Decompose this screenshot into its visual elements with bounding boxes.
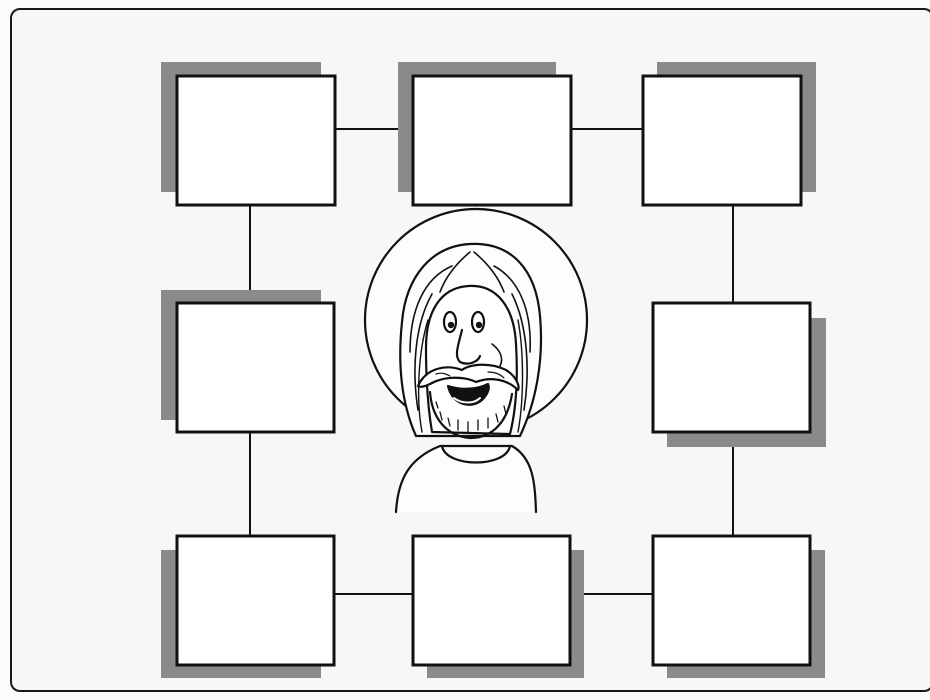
box-outline [177, 536, 334, 665]
box-top-right[interactable] [643, 62, 816, 205]
box-outline [413, 76, 571, 205]
box-bottom-left[interactable] [161, 536, 334, 678]
box-outline [413, 536, 570, 665]
box-outline [653, 536, 810, 665]
right-pupil [476, 322, 482, 328]
box-middle-right[interactable] [653, 303, 826, 447]
box-top-center[interactable] [398, 62, 571, 205]
box-outline [643, 76, 801, 205]
box-middle-left[interactable] [161, 290, 334, 432]
box-bottom-right[interactable] [653, 536, 825, 678]
box-top-left[interactable] [161, 62, 335, 205]
robe [396, 446, 536, 512]
box-outline [177, 76, 335, 205]
jesus-figure [365, 209, 587, 512]
box-bottom-center[interactable] [413, 536, 584, 678]
box-outline [177, 303, 334, 432]
left-pupil [448, 322, 454, 328]
box-outline [653, 303, 810, 432]
